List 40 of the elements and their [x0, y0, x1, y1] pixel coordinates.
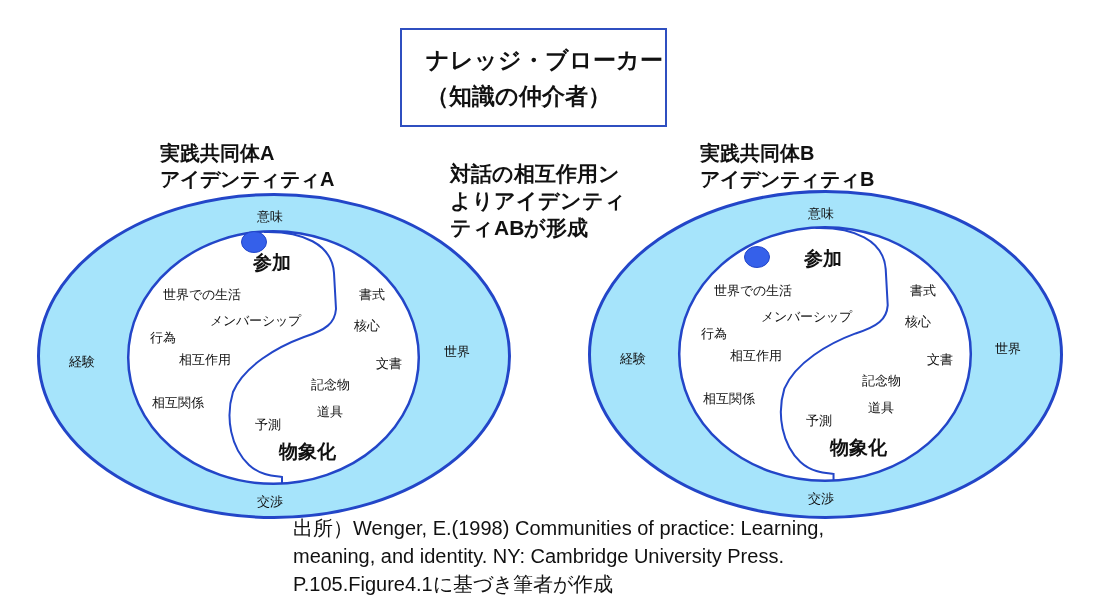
ring-label: 交渉 [257, 494, 283, 510]
term-label: 行為 [150, 330, 176, 346]
term-label: 予測 [255, 417, 281, 433]
source-caption: 出所）Wenger, E.(1998) Communities of practice: Learning, meaning, and identity. NY: Cambridge University Press. P.105.Figure4.1に基づき筆者が作成 [293, 516, 825, 597]
ring-label: 意味 [257, 209, 283, 225]
term-label: 相互関係 [703, 391, 755, 407]
term-label: 核心 [354, 318, 380, 334]
term-label: 予測 [806, 413, 832, 429]
term-label: 相互作用 [179, 352, 231, 368]
section-heading: 物象化 [829, 436, 887, 460]
term-label: 相互作用 [730, 348, 782, 364]
community-heading: 実践共同体B アイデンティティB [700, 141, 876, 192]
ring-label: 意味 [808, 206, 834, 222]
term-label: 道具 [868, 400, 894, 416]
term-label: 書式 [910, 283, 936, 299]
title-text: ナレッジ・ブローカー（知識の仲介者） [426, 46, 664, 111]
annotation-text: 対話の相互作用ンよりアイデンティティABが形成 [450, 161, 627, 241]
section-heading: 参加 [253, 251, 291, 275]
term-label: 行為 [701, 326, 727, 342]
term-label: 文書 [927, 352, 953, 368]
term-label: 書式 [359, 287, 385, 303]
ring-label: 交渉 [808, 491, 834, 507]
term-label: 文書 [376, 356, 402, 372]
term-label: 道具 [317, 404, 343, 420]
term-label: 記念物 [861, 373, 901, 389]
ring-label: 世界 [444, 344, 470, 360]
ring-label: 経験 [620, 351, 646, 367]
term-label: 世界での生活 [714, 283, 792, 299]
community-heading: 実践共同体A アイデンティティA [160, 141, 336, 192]
term-label: 相互関係 [152, 395, 204, 411]
ring-label: 経験 [69, 354, 95, 370]
term-label: 世界での生活 [163, 287, 241, 303]
term-label: メンバーシップ [209, 313, 301, 329]
term-label: メンバーシップ [760, 309, 852, 325]
section-heading: 参加 [804, 247, 842, 271]
title-box [400, 28, 667, 127]
term-label: 記念物 [310, 377, 350, 393]
term-label: 核心 [905, 314, 931, 330]
section-heading: 物象化 [278, 440, 336, 464]
ring-label: 世界 [995, 341, 1021, 357]
